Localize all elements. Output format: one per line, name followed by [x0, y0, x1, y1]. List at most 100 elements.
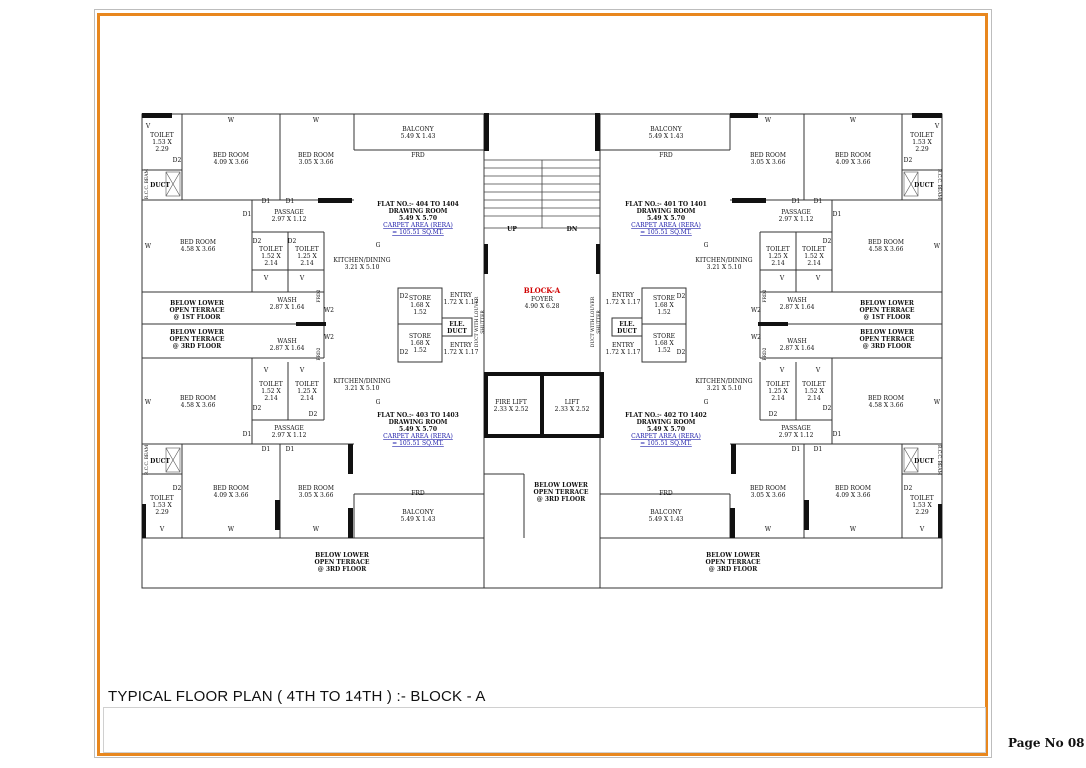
balcony-size: 5.49 X 1.43	[649, 133, 684, 140]
balcony-size: 5.49 X 1.43	[649, 516, 684, 523]
drawing-room-label: DRAWING ROOM	[389, 208, 448, 215]
bedroom-label: BED ROOM	[298, 152, 334, 159]
staircase	[483, 159, 601, 229]
wash-size: 2.87 X 1.64	[270, 304, 305, 311]
door-marker: D1	[792, 446, 801, 453]
toilet-size: 2.14	[264, 395, 278, 402]
toilet-size: 1.25 X	[768, 388, 788, 395]
store-label: STORE	[409, 333, 431, 340]
toilet-label: TOILET	[259, 246, 283, 253]
entry-size: 1.72 X 1.17	[606, 349, 641, 356]
lift-size: 2.33 X 2.52	[555, 406, 590, 413]
passage-size: 2.97 X 1.12	[272, 432, 307, 439]
drawing-room-size: 5.49 X 5.70	[647, 426, 685, 433]
foyer-size: 4.90 X 6.28	[525, 303, 560, 310]
drawing-room-label: DRAWING ROOM	[389, 419, 448, 426]
carpet-area-label: CARPET AREA (RERA)	[631, 222, 701, 229]
sheet-border	[94, 9, 992, 758]
passage-size: 2.97 X 1.12	[779, 432, 814, 439]
wash-label: WASH	[277, 338, 297, 345]
toilet-label: TOILET	[259, 381, 283, 388]
balcony-label: BALCONY	[650, 509, 682, 516]
fire-lift-label: FIRE LIFT	[495, 399, 527, 406]
window-marker: W	[934, 399, 941, 406]
door-marker: D1	[286, 446, 295, 453]
toilet-size: 1.53 X	[152, 502, 172, 509]
carpet-area-label: CARPET AREA (RERA)	[383, 433, 453, 440]
door-marker: D2	[400, 349, 409, 356]
terrace-label: OPEN TERRACE	[534, 489, 589, 496]
door-marker: D2	[288, 238, 297, 245]
elec-duct-label: ELE.	[449, 321, 464, 328]
carpet-area-value: = 105.51 SQ.MT.	[640, 229, 692, 236]
flat-name: FLAT NO.:- 402 TO 1402	[625, 412, 707, 419]
terrace-label: BELOW LOWER	[706, 552, 761, 559]
store-size: 1.52	[413, 347, 427, 354]
door-marker: D2	[823, 238, 832, 245]
toilet-label: TOILET	[910, 495, 934, 502]
toilet-label: TOILET	[150, 495, 174, 502]
door-marker: D2	[253, 238, 262, 245]
door-marker: D1	[814, 446, 823, 453]
bedroom-size: 4.09 X 3.66	[214, 492, 249, 499]
terrace-floor: @ 3RD FLOOR	[318, 566, 367, 573]
door-marker: D2	[904, 485, 913, 492]
toilet-size: 2.29	[915, 146, 929, 153]
entry-label: ENTRY	[450, 292, 473, 299]
terrace-floor: @ 3RD FLOOR	[173, 343, 222, 350]
toilet-size: 2.29	[915, 509, 929, 516]
store-size: 1.52	[657, 309, 671, 316]
entry-size: 1.72 X 1.17	[444, 349, 479, 356]
wash-label: WASH	[787, 297, 807, 304]
drawing-room-label: DRAWING ROOM	[637, 208, 696, 215]
duct-label: DUCT	[150, 458, 170, 465]
vent-marker: V	[779, 367, 785, 374]
toilet-label: TOILET	[766, 381, 790, 388]
vent-marker: V	[919, 526, 925, 533]
bedroom-label: BED ROOM	[750, 152, 786, 159]
passage-size: 2.97 X 1.12	[272, 216, 307, 223]
passage-label: PASSAGE	[274, 209, 303, 216]
flat-name: FLAT NO.:- 404 TO 1404	[377, 201, 459, 208]
frd-label: FRD	[411, 490, 425, 497]
toilet-size: 2.14	[771, 260, 785, 267]
kitchen-label: KITCHEN/DINING	[695, 378, 752, 385]
window-marker: W	[850, 117, 857, 124]
drawing-room-size: 5.49 X 5.70	[647, 215, 685, 222]
duct-louver-label: DUCT WITH LOUVER	[474, 296, 480, 347]
window-marker: W2	[324, 334, 334, 341]
terrace-label: BELOW LOWER	[170, 329, 225, 336]
vent-marker: V	[263, 275, 269, 282]
terrace-label: OPEN TERRACE	[860, 307, 915, 314]
toilet-size: 2.14	[300, 395, 314, 402]
terrace-label: OPEN TERRACE	[706, 559, 761, 566]
toilet-size: 1.25 X	[297, 388, 317, 395]
window-marker: W	[313, 526, 320, 533]
toilet-label: TOILET	[910, 132, 934, 139]
door-marker: D1	[262, 198, 271, 205]
block-label: BLOCK-A	[524, 286, 561, 295]
window-marker: W	[934, 243, 941, 250]
terrace-label: OPEN TERRACE	[315, 559, 370, 566]
window-marker: W	[145, 243, 152, 250]
toilet-size: 2.29	[155, 146, 169, 153]
entry-label: ENTRY	[450, 342, 473, 349]
elec-duct-label: ELE.	[619, 321, 634, 328]
sheet-frame	[97, 13, 988, 756]
kitchen-label: KITCHEN/DINING	[695, 257, 752, 264]
bedroom-size: 4.58 X 3.66	[869, 246, 904, 253]
toilet-label: TOILET	[766, 246, 790, 253]
entry-label: ENTRY	[612, 292, 635, 299]
bedroom-size: 4.09 X 3.66	[836, 159, 871, 166]
vent-marker: V	[815, 367, 821, 374]
door-marker: D2	[173, 157, 182, 164]
toilet-size: 1.53 X	[912, 502, 932, 509]
toilet-size: 1.52 X	[804, 388, 824, 395]
bedroom-size: 3.05 X 3.66	[299, 492, 334, 499]
store-size: 1.68 X	[410, 302, 430, 309]
store-label: STORE	[409, 295, 431, 302]
window-marker: W	[145, 399, 152, 406]
door-marker: G	[704, 399, 709, 406]
